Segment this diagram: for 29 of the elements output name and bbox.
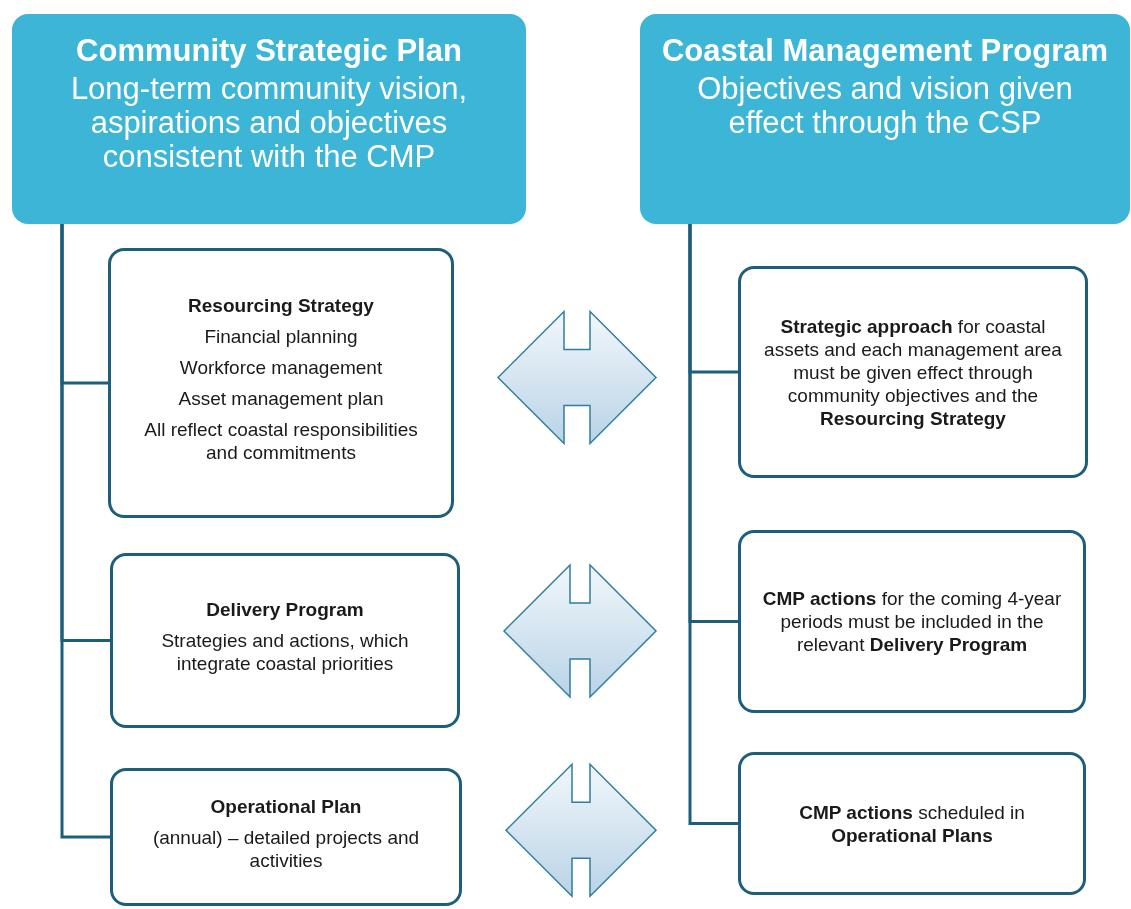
plan-box [110,768,462,906]
box-text: Strategies and actions, which integrate coastal priorities [160,629,410,675]
plan-box [108,248,454,518]
box-text: Strategic approach for coastal assets and each management area must be given effect through community objectives and the Resourcing Strategy [763,314,1063,430]
header-box [12,14,526,224]
double-arrow [502,563,658,699]
connector-line [688,224,738,825]
plan-box [738,266,1088,478]
box-text: (annual) – detailed projects and activities [151,825,421,872]
box-text: Asset management plan [178,387,384,410]
box-text: CMP actions for the coming 4-year periods must be included in the relevant Delivery Program [761,587,1063,656]
double-arrow [496,309,658,446]
box-title: Operational Plan [210,794,362,818]
box-title: Delivery Program [206,598,364,621]
box-text: Financial planning [204,325,358,348]
header-title: Community Strategic Plan [76,34,462,68]
box-text: CMP actions scheduled in Operational Plans [798,800,1026,847]
header-description: Objectives and vision given effect through the CSP [696,72,1074,140]
box-title: Resourcing Strategy [188,294,374,317]
box-text: All reflect coastal responsibilities and commitments [143,418,419,464]
header-description: Long-term community vision, aspirations and objectives consistent with the CMP [69,72,469,174]
connector-line [60,224,110,839]
header-title: Coastal Management Program [661,34,1109,68]
double-arrow [504,762,658,899]
plan-box [110,553,460,728]
box-text: Workforce management [179,356,383,379]
plan-box [738,530,1086,713]
header-box [640,14,1130,224]
plan-box [738,752,1086,895]
